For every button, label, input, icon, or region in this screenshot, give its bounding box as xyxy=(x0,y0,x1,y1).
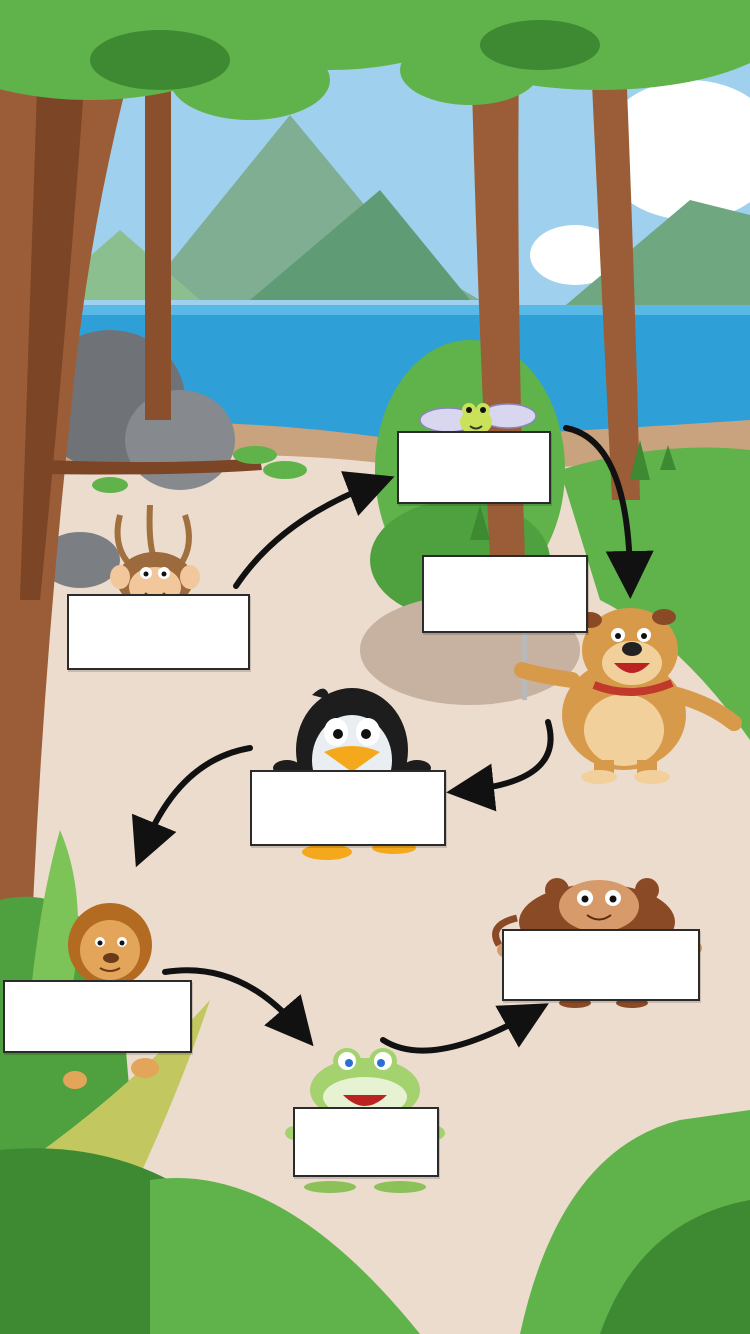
level-6-sign[interactable] xyxy=(293,1107,439,1177)
level-4-sign[interactable] xyxy=(250,770,446,846)
level-7-sign[interactable] xyxy=(502,929,700,1001)
level-2-sign[interactable] xyxy=(397,431,551,504)
level-3-sign[interactable] xyxy=(422,555,588,633)
dragonfly-icon xyxy=(419,403,537,435)
level-1-sign[interactable] xyxy=(67,594,250,670)
lion-icon xyxy=(63,903,159,1089)
dog-icon xyxy=(514,608,742,784)
level-5-sign[interactable] xyxy=(3,980,192,1053)
